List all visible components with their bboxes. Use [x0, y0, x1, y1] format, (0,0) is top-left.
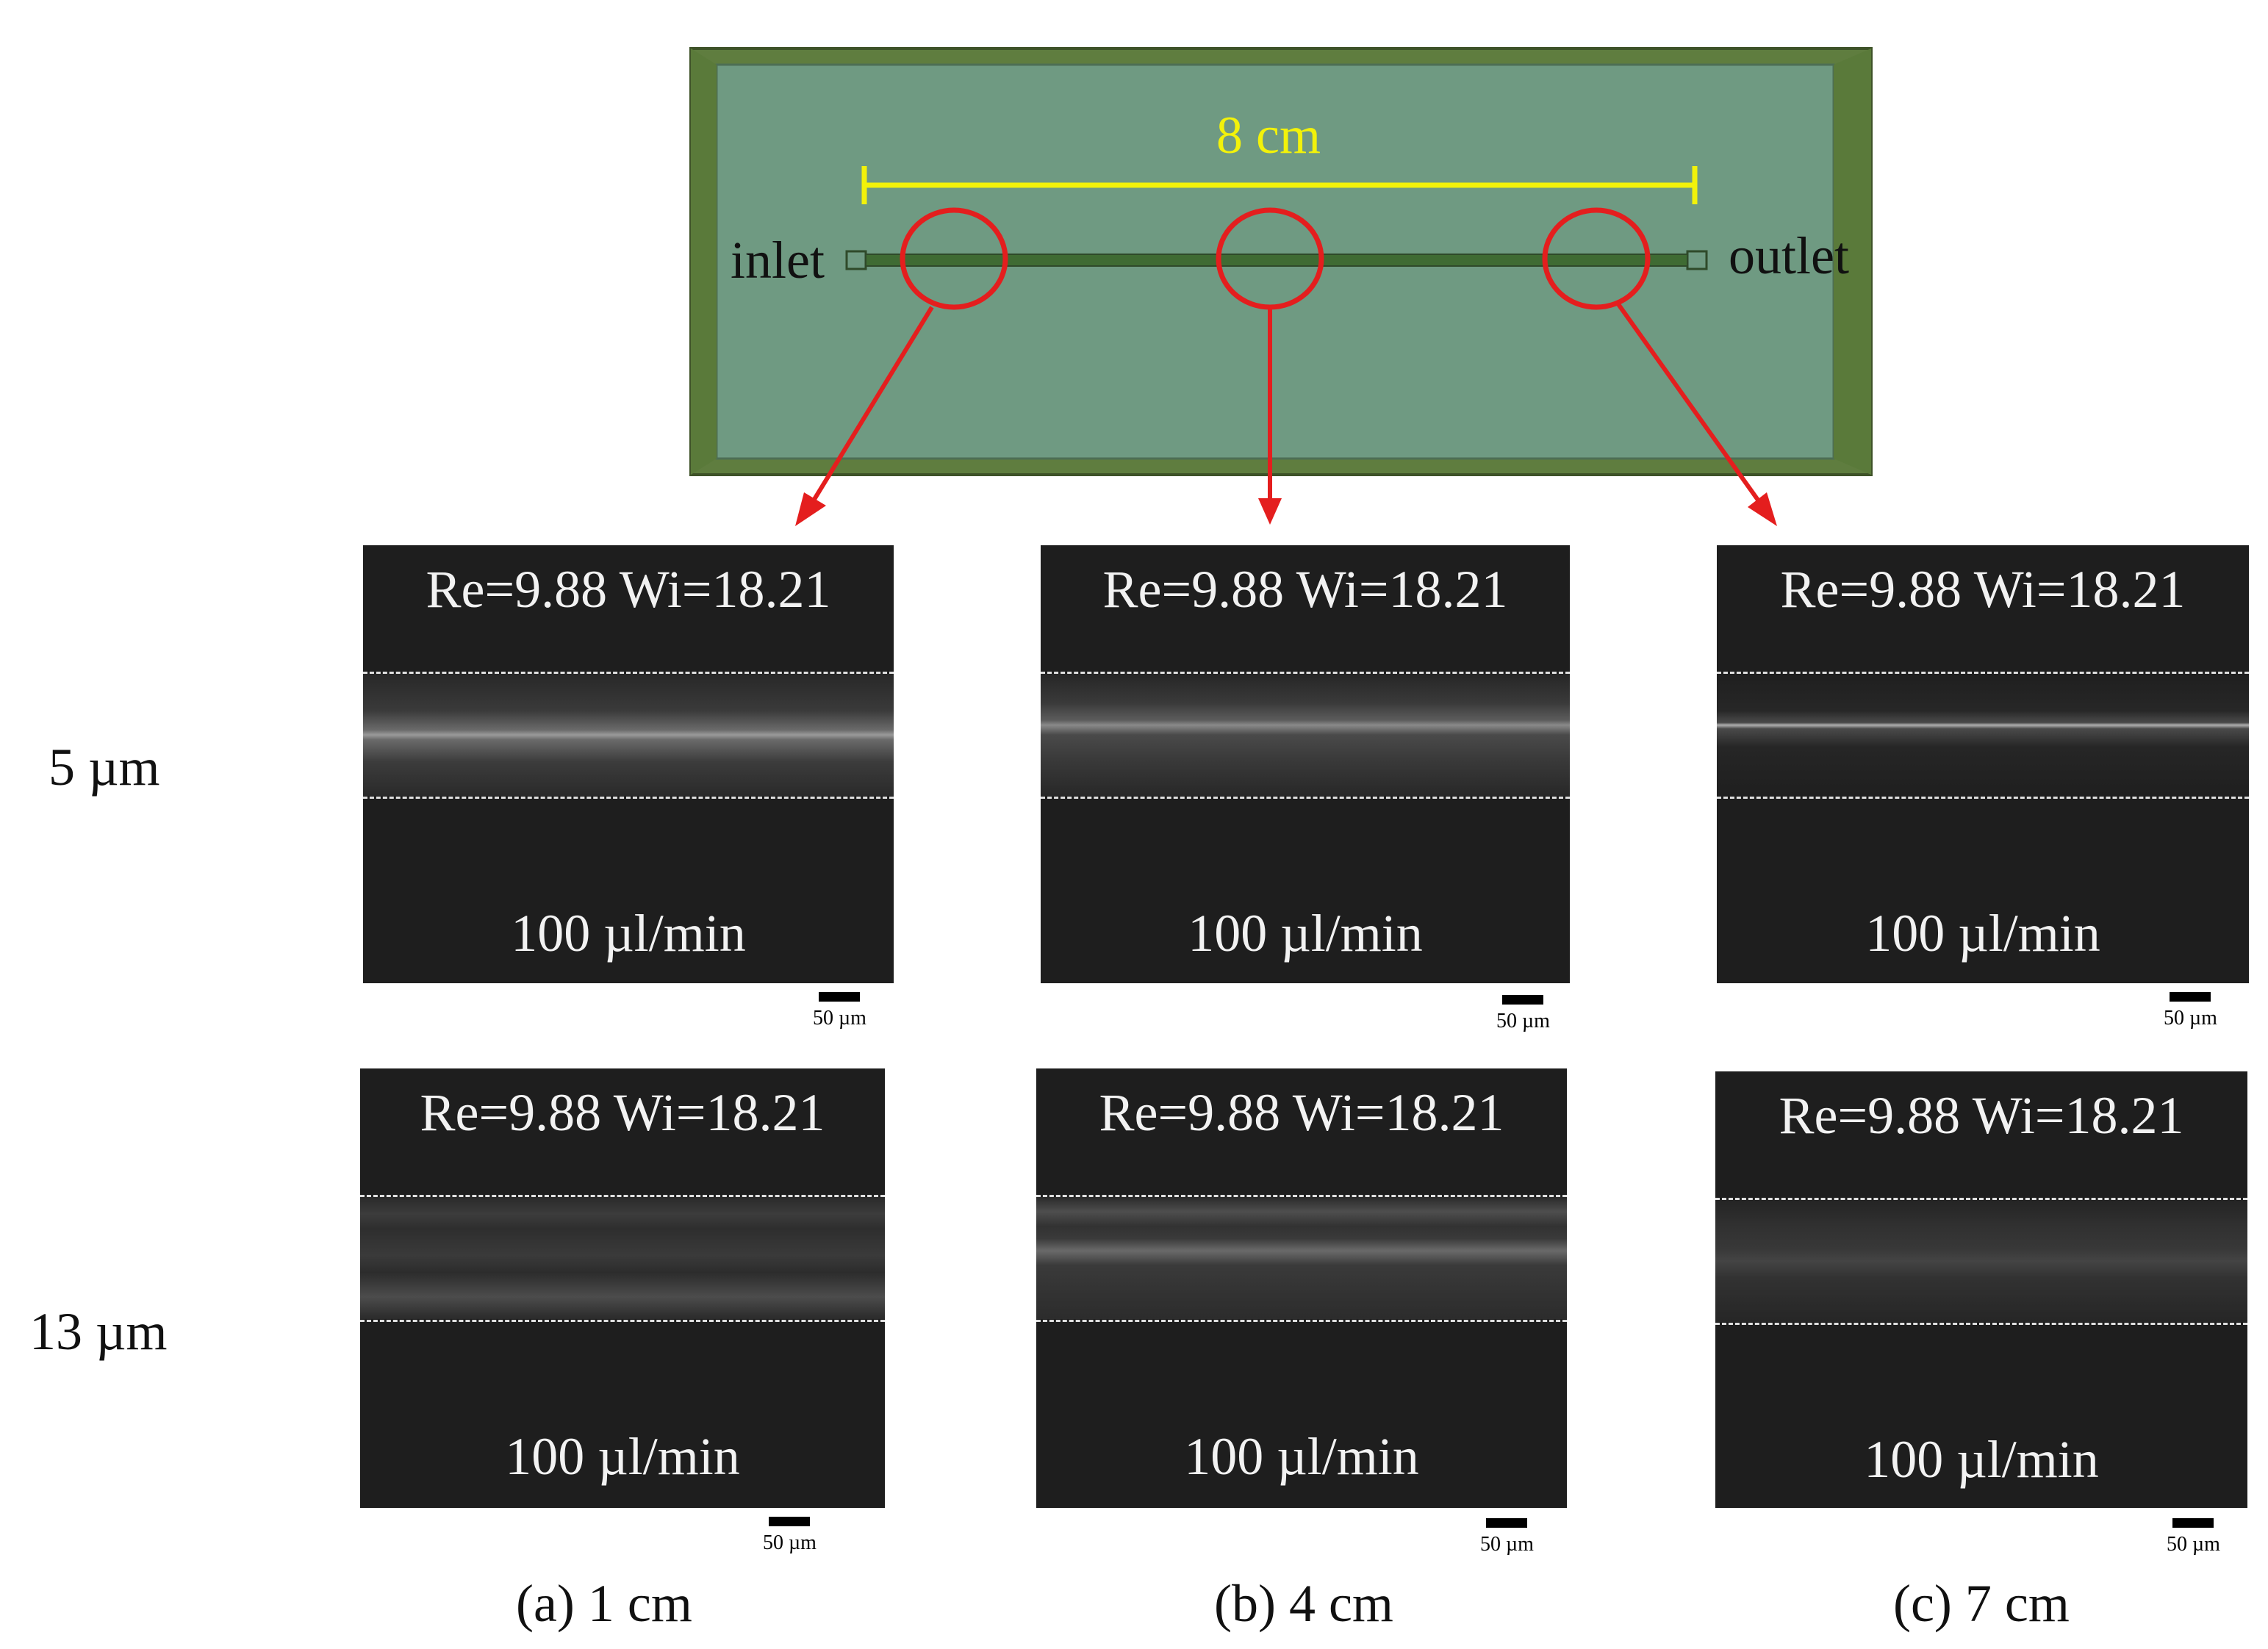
length-label: 8 cm — [1216, 106, 1321, 165]
channel-wall-top — [1036, 1195, 1567, 1197]
flow-rate: 100 µl/min — [1864, 1430, 2099, 1489]
scale-bar — [769, 1517, 810, 1526]
flow-rate: 100 µl/min — [1188, 904, 1423, 963]
channel-wall-bottom — [360, 1320, 885, 1322]
micrograph-13um-1cm: Re=9.88 Wi=18.21 100 µl/min — [360, 1068, 885, 1508]
channel-wall-bottom — [363, 797, 894, 799]
flow-rate: 100 µl/min — [1184, 1427, 1419, 1486]
scale-bar — [2170, 992, 2211, 1002]
channel-band — [363, 674, 894, 796]
micrograph-13um-7cm: Re=9.88 Wi=18.21 100 µl/min — [1715, 1071, 2247, 1508]
column-label-c: (c) 7 cm — [1893, 1574, 2070, 1633]
scale-bar-label: 50 µm — [1480, 1533, 1534, 1556]
row-label-13um: 13 µm — [29, 1302, 168, 1361]
flow-rate: 100 µl/min — [511, 904, 746, 963]
channel-band — [1715, 1200, 2247, 1322]
scale-bar — [819, 992, 860, 1002]
chip-bevel-left — [691, 48, 717, 475]
channel-wall-bottom — [1041, 797, 1570, 799]
micrograph-13um-4cm: Re=9.88 Wi=18.21 100 µl/min — [1036, 1068, 1567, 1508]
dimensionless-numbers: Re=9.88 Wi=18.21 — [1102, 560, 1508, 619]
arrow-head-b — [1258, 498, 1282, 525]
micrograph-5um-4cm: Re=9.88 Wi=18.21 100 µl/min — [1041, 545, 1570, 983]
scale-bar-label: 50 µm — [2167, 1533, 2220, 1556]
dimensionless-numbers: Re=9.88 Wi=18.21 — [1780, 560, 2186, 619]
dimensionless-numbers: Re=9.88 Wi=18.21 — [1779, 1086, 2184, 1145]
channel-wall-top — [363, 672, 894, 674]
channel-wall-top — [1715, 1198, 2247, 1200]
micrograph-5um-7cm: Re=9.88 Wi=18.21 100 µl/min — [1717, 545, 2249, 983]
arrow-head-c — [1748, 492, 1777, 526]
channel-wall-bottom — [1717, 797, 2249, 799]
channel-wall-top — [1717, 672, 2249, 674]
channel-wall-top — [360, 1195, 885, 1197]
scale-bar-label: 50 µm — [763, 1531, 817, 1554]
micrograph-5um-1cm: Re=9.88 Wi=18.21 100 µl/min — [363, 545, 894, 983]
observation-circle-1cm — [900, 207, 1008, 310]
channel-band — [1041, 674, 1570, 796]
dimensionless-numbers: Re=9.88 Wi=18.21 — [426, 560, 831, 619]
outlet-label: outlet — [1729, 226, 1849, 285]
channel-band — [360, 1197, 885, 1319]
scale-bar — [1502, 995, 1543, 1005]
channel-wall-bottom — [1036, 1320, 1567, 1322]
observation-circle-7cm — [1542, 207, 1651, 310]
microchannel — [865, 254, 1688, 267]
channel-wall-top — [1041, 672, 1570, 674]
scale-bar-label: 50 µm — [813, 1007, 866, 1030]
flow-rate: 100 µl/min — [1865, 904, 2100, 963]
scale-bar — [1486, 1518, 1527, 1528]
column-label-b: (b) 4 cm — [1214, 1574, 1393, 1633]
scale-bar-label: 50 µm — [1496, 1010, 1550, 1032]
dimensionless-numbers: Re=9.88 Wi=18.21 — [1099, 1083, 1504, 1142]
arrow-to-panel-c — [1616, 303, 1763, 506]
scale-bar — [2172, 1518, 2214, 1528]
dimensionless-numbers: Re=9.88 Wi=18.21 — [420, 1083, 825, 1142]
channel-band — [1717, 674, 2249, 796]
column-label-a: (a) 1 cm — [516, 1574, 692, 1633]
flow-rate: 100 µl/min — [505, 1427, 740, 1486]
arrow-head-a — [795, 492, 826, 526]
scale-bar-label: 50 µm — [2164, 1007, 2217, 1030]
channel-band — [1036, 1197, 1567, 1319]
arrow-to-panel-a — [809, 306, 934, 506]
chip-bevel-right — [1834, 48, 1871, 475]
inlet-label: inlet — [731, 231, 825, 290]
chip-schematic: 8 cm inlet outlet — [689, 47, 1873, 526]
row-label-5um: 5 µm — [49, 738, 160, 797]
channel-wall-bottom — [1715, 1323, 2247, 1325]
